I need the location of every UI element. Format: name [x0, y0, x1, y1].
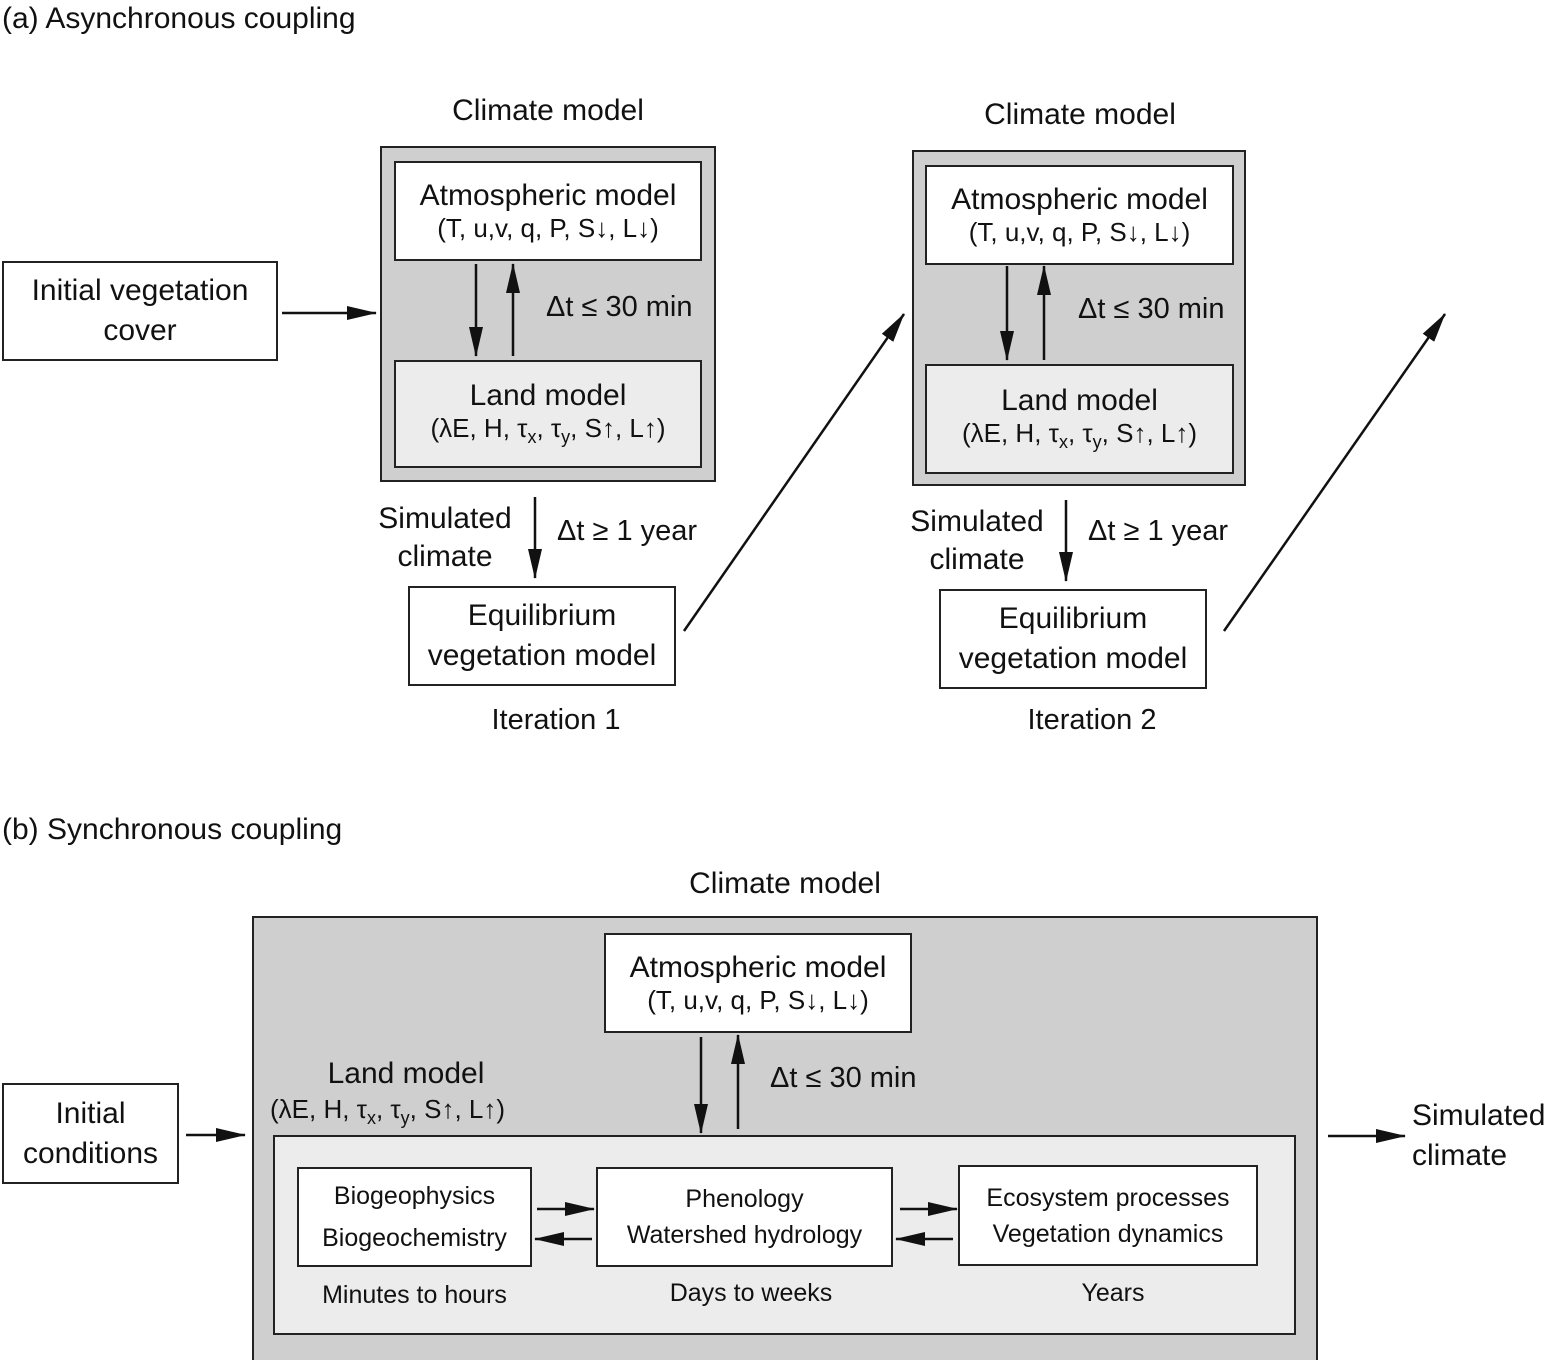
- atmospheric-vars-2: (T, u,v, q, P, S↓, L↓): [968, 216, 1191, 247]
- simulated-output-line2: climate: [1412, 1139, 1508, 1172]
- equilibrium-1-line2: vegetation model: [427, 639, 657, 672]
- simulated-climate-1-line1: Simulated: [378, 502, 512, 535]
- process-box-biogeo: Biogeophysics Biogeochemistry: [297, 1167, 532, 1267]
- arrow-iter2-out: [1222, 313, 1447, 632]
- iteration-2-label: Iteration 2: [1027, 704, 1157, 736]
- simulated-climate-1-line2: climate: [397, 540, 493, 573]
- process-watershed: Watershed hydrology: [626, 1221, 863, 1249]
- simulated-output-line1: Simulated: [1412, 1099, 1546, 1132]
- land-model-box-2: Land model (λE, H, τx, τy, S↑, L↑): [925, 364, 1234, 474]
- dt-outer-1: Δt ≥ 1 year: [557, 515, 698, 547]
- simulated-climate-label-1: Simulated climate: [370, 500, 520, 576]
- process-vegetation-dynamics: Vegetation dynamics: [992, 1219, 1224, 1248]
- atmospheric-model-title-2: Atmospheric model: [951, 182, 1208, 216]
- atmospheric-model-box-1: Atmospheric model (T, u,v, q, P, S↓, L↓): [394, 161, 702, 261]
- panel-a-heading: (a) Asynchronous coupling: [2, 2, 356, 35]
- atmospheric-model-title-1: Atmospheric model: [419, 178, 677, 212]
- process-box-ecosystem: Ecosystem processes Vegetation dynamics: [958, 1165, 1258, 1266]
- equilibrium-1-line1: Equilibrium: [467, 599, 617, 632]
- climate-model-title-b: Climate model: [689, 867, 881, 900]
- timescale-days: Days to weeks: [669, 1279, 833, 1307]
- land-model-box-1: Land model (λE, H, τx, τy, S↑, L↑): [394, 360, 702, 468]
- equilibrium-vegetation-box-2: Equilibrium vegetation model: [939, 589, 1207, 689]
- process-biogeophysics: Biogeophysics: [333, 1182, 496, 1210]
- simulated-climate-label-2: Simulated climate: [902, 503, 1052, 579]
- atmospheric-model-box-b: Atmospheric model (T, u,v, q, P, S↓, L↓): [604, 933, 912, 1033]
- initial-vegetation-line1: Initial vegetation: [31, 274, 249, 307]
- dt-inner-1: Δt ≤ 30 min: [546, 291, 693, 323]
- timescale-years: Years: [1081, 1279, 1145, 1307]
- initial-conditions-line2: conditions: [22, 1136, 159, 1170]
- simulated-climate-2-line2: climate: [929, 543, 1025, 576]
- climate-model-title-2: Climate model: [984, 98, 1176, 131]
- land-vars-2: (λE, H, τx, τy, S↑, L↑): [961, 418, 1198, 453]
- dt-outer-2: Δt ≥ 1 year: [1088, 515, 1229, 547]
- initial-vegetation-box: Initial vegetation cover: [2, 261, 278, 361]
- land-model-title-b: Land model: [327, 1057, 485, 1090]
- initial-vegetation-line2: cover: [103, 314, 177, 347]
- simulated-climate-output: Simulated climate: [1412, 1096, 1545, 1176]
- dt-inner-2: Δt ≤ 30 min: [1078, 293, 1225, 325]
- equilibrium-2-line2: vegetation model: [958, 642, 1188, 675]
- land-vars-b: (λE, H, τx, τy, S↑, L↑): [270, 1094, 506, 1129]
- climate-model-title-1: Climate model: [452, 94, 644, 127]
- equilibrium-vegetation-box-1: Equilibrium vegetation model: [408, 586, 676, 686]
- timescale-minutes: Minutes to hours: [322, 1281, 507, 1309]
- atmospheric-vars-1: (T, u,v, q, P, S↓, L↓): [437, 212, 659, 243]
- initial-conditions-box: Initial conditions: [2, 1083, 179, 1184]
- atmospheric-model-title-b: Atmospheric model: [629, 950, 887, 984]
- equilibrium-2-line1: Equilibrium: [998, 602, 1148, 635]
- panel-b-heading: (b) Synchronous coupling: [2, 813, 343, 846]
- land-vars-1: (λE, H, τx, τy, S↑, L↑): [430, 413, 666, 448]
- atmospheric-vars-b: (T, u,v, q, P, S↓, L↓): [647, 984, 869, 1015]
- initial-conditions-line1: Initial: [55, 1096, 126, 1130]
- process-biogeochemistry: Biogeochemistry: [322, 1224, 507, 1252]
- iteration-1-label: Iteration 1: [491, 704, 621, 736]
- process-phenology: Phenology: [685, 1185, 804, 1213]
- atmospheric-model-box-2: Atmospheric model (T, u,v, q, P, S↓, L↓): [925, 165, 1234, 265]
- land-model-title-2: Land model: [1001, 384, 1158, 418]
- dt-inner-b: Δt ≤ 30 min: [770, 1062, 917, 1094]
- arrow-iter1-to-iter2: [682, 313, 906, 632]
- process-ecosystem: Ecosystem processes: [986, 1183, 1230, 1212]
- land-model-title-1: Land model: [469, 379, 627, 413]
- simulated-climate-2-line1: Simulated: [910, 505, 1044, 538]
- process-box-phenology: Phenology Watershed hydrology: [596, 1167, 893, 1267]
